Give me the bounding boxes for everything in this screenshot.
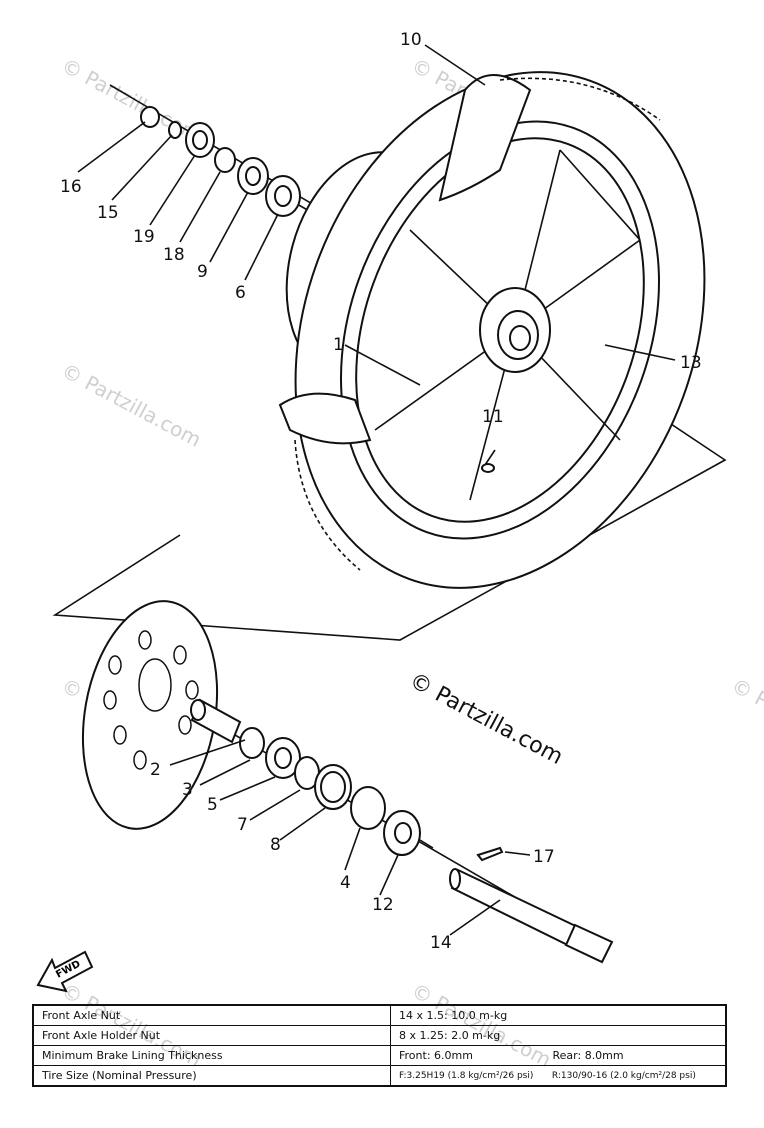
callout-6: 6 [235, 283, 246, 303]
spec-rear: Rear: 8.0mm [552, 1049, 624, 1062]
spec-table: Front Axle Nut 14 x 1.5: 10.0 m-kg Front… [32, 1004, 727, 1087]
spec-value: 8 x 1.25: 2.0 m-kg [390, 1025, 727, 1046]
spec-rear: R:130/90-16 (2.0 kg/cm²/28 psi) [551, 1070, 696, 1081]
callout-12: 12 [372, 895, 394, 915]
callout-3: 3 [182, 780, 193, 800]
spec-name: Minimum Brake Lining Thickness [32, 1045, 391, 1066]
spec-name: Front Axle Nut [32, 1004, 391, 1026]
watermark: © Partzilla.com [58, 358, 206, 452]
front-axle [449, 846, 614, 964]
upper-hub-parts [140, 106, 301, 217]
watermark: © Partzilla.com [728, 673, 764, 767]
callout-5: 5 [207, 795, 218, 815]
spec-front: F:3.25H19 (1.8 kg/cm²/26 psi) [399, 1070, 534, 1081]
table-row: Tire Size (Nominal Pressure) F:3.25H19 (… [32, 1065, 727, 1087]
callout-2: 2 [150, 760, 161, 780]
spec-value: Front: 6.0mm Rear: 8.0mm [390, 1045, 727, 1066]
callout-9: 9 [197, 262, 208, 282]
callout-15: 15 [97, 203, 119, 223]
callout-11: 11 [482, 407, 504, 427]
callout-labels: 10 16 15 19 18 9 6 1 13 11 2 3 5 7 8 4 1… [60, 30, 702, 953]
spec-value: 14 x 1.5: 10.0 m-kg [390, 1004, 727, 1026]
callout-13: 13 [680, 353, 702, 373]
callout-7: 7 [237, 815, 248, 835]
callout-16: 16 [60, 177, 82, 197]
callout-18: 18 [163, 245, 185, 265]
callout-10: 10 [400, 30, 422, 50]
table-row: Minimum Brake Lining Thickness Front: 6.… [32, 1045, 727, 1066]
brake-disc-lower [81, 600, 219, 830]
callout-1: 1 [333, 335, 344, 355]
table-row: Front Axle Holder Nut 8 x 1.25: 2.0 m-kg [32, 1025, 727, 1046]
callout-8: 8 [270, 835, 281, 855]
spec-front: Front: 6.0mm [399, 1049, 473, 1062]
spec-value: F:3.25H19 (1.8 kg/cm²/26 psi) R:130/90-1… [390, 1065, 727, 1087]
leader-lines [77, 44, 676, 936]
fwd-arrow-icon: FWD [36, 950, 94, 993]
callout-14: 14 [430, 933, 452, 953]
callout-4: 4 [340, 873, 351, 893]
copyright-text: © Partzilla.com [405, 668, 567, 770]
callout-19: 19 [133, 227, 155, 247]
callout-17: 17 [533, 847, 555, 867]
spec-name: Tire Size (Nominal Pressure) [32, 1065, 391, 1087]
wheel-assembly [278, 71, 706, 589]
spec-name: Front Axle Holder Nut [32, 1025, 391, 1046]
lower-hub-parts [190, 698, 434, 856]
table-row: Front Axle Nut 14 x 1.5: 10.0 m-kg [32, 1004, 727, 1026]
